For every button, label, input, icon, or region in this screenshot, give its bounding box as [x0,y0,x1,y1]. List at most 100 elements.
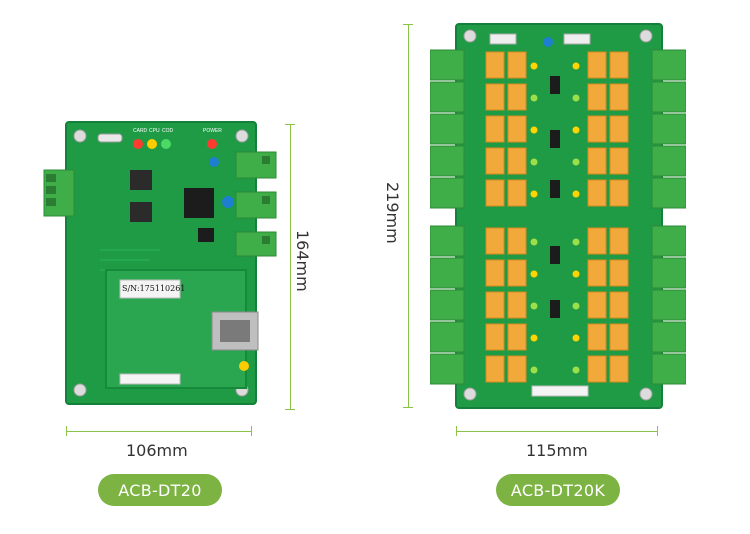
relay [485,51,505,79]
status-led [530,270,538,278]
status-led [572,62,580,70]
terminal-block [651,177,687,209]
relay [609,83,629,111]
status-led [572,94,580,102]
silk-label-power: POWER [203,128,222,134]
serial-sticker-visible: S/N:175110261 [122,284,186,293]
relay [485,355,505,383]
terminal-block [429,145,465,177]
terminal-block [651,225,687,257]
terminal-block [651,81,687,113]
status-led [530,158,538,166]
terminal-block [429,353,465,385]
relay [609,259,629,287]
relay [485,147,505,175]
terminal-block [651,145,687,177]
terminal-block [651,257,687,289]
terminal-block [651,49,687,81]
relay [609,323,629,351]
terminal-block [429,177,465,209]
relay [587,179,607,207]
terminal-block [429,321,465,353]
status-led [530,126,538,134]
right-model-pill: ACB-DT20K [496,474,620,506]
relay [609,355,629,383]
relay [485,259,505,287]
relay [507,83,527,111]
relay [609,115,629,143]
status-led [530,62,538,70]
relay [609,147,629,175]
terminal-block [429,225,465,257]
status-led [572,190,580,198]
status-led [530,366,538,374]
relay [485,179,505,207]
relay [507,291,527,319]
relay [587,355,607,383]
status-led [530,302,538,310]
silk-label-cpu: CPU [149,128,160,134]
terminal-block [429,257,465,289]
status-led [530,94,538,102]
status-led [572,158,580,166]
left-width-label: 106mm [126,441,188,460]
relay [609,179,629,207]
relay [587,291,607,319]
status-led [530,238,538,246]
status-led [530,334,538,342]
right-height-tick-bottom [403,407,413,408]
relay [587,51,607,79]
relay [587,323,607,351]
terminal-block [429,289,465,321]
right-width-label: 115mm [526,441,588,460]
relay [485,323,505,351]
status-led [572,302,580,310]
relay [587,259,607,287]
right-board-illustration [429,23,687,409]
terminal-block [651,113,687,145]
terminal-block [651,289,687,321]
left-width-line [66,431,252,432]
left-width-tick-left [66,426,67,436]
relay [587,83,607,111]
left-height-line [290,124,291,410]
relay [485,115,505,143]
right-width-line [456,431,658,432]
terminal-block [651,321,687,353]
left-height-tick-top [285,124,295,125]
status-led [572,270,580,278]
terminal-block [651,353,687,385]
left-model-pill: ACB-DT20 [98,474,222,506]
relay [507,323,527,351]
status-led [572,126,580,134]
status-led [530,190,538,198]
right-height-line [408,24,409,408]
relay [507,115,527,143]
terminal-block [429,81,465,113]
relay [609,227,629,255]
relay [587,227,607,255]
left-board-illustration [43,121,277,405]
terminal-block [429,113,465,145]
terminal-block [429,49,465,81]
relay [485,83,505,111]
silk-label-cod: COD [162,128,174,134]
relay [609,291,629,319]
relay [507,147,527,175]
status-led [572,238,580,246]
relay [587,147,607,175]
status-led [572,366,580,374]
left-height-label: 164mm [293,230,312,292]
relay [485,227,505,255]
relay [609,51,629,79]
right-width-tick-left [456,426,457,436]
left-board-photo: CARD CPU COD POWER S/N:175110261 S/N:175… [40,120,280,410]
relay [507,179,527,207]
right-height-tick-top [403,24,413,25]
relay [507,51,527,79]
relay [507,259,527,287]
right-height-label: 219mm [383,182,402,244]
left-height-tick-bottom [285,409,295,410]
relay [507,355,527,383]
relay [485,291,505,319]
